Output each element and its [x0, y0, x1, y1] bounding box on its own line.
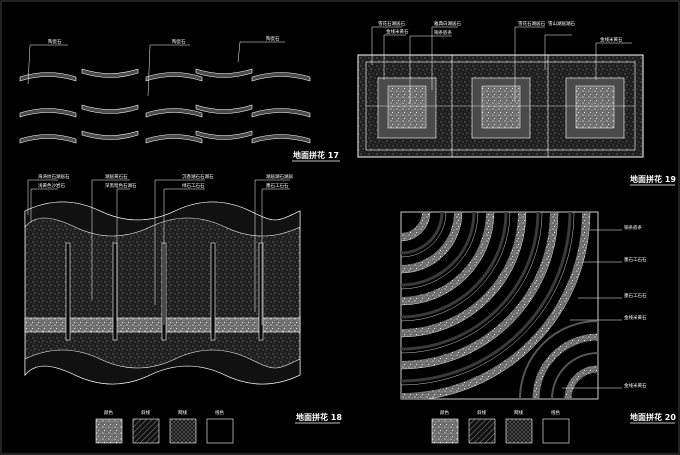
wave-tile [19, 108, 77, 118]
d20-label-1: 铜条嵌条 [624, 224, 642, 231]
d18-legend-label-3: 网线 [178, 409, 187, 416]
d20-legend-swatch-3 [505, 418, 533, 444]
d20-legend-swatch-1 [431, 418, 459, 444]
wave-tile [81, 130, 139, 140]
d19-panel-3 [565, 77, 625, 139]
d19-leaders [371, 26, 632, 104]
drawing-18: 海涛纹石湖居石 浅黄色沙岩石 湖居黄石石 深黑暗色石湖石 沉香湖石石湖石 绿石工… [24, 173, 342, 444]
d19-label-6: 雪山湖居湖石 [548, 20, 575, 27]
wave-tile [195, 104, 253, 114]
d20-legend-label-4: 线色 [551, 409, 560, 416]
drawing-17: 陶瓷石 陶瓷石 陶瓷石 地面拼花 17 [19, 35, 340, 162]
d18-label-6: 绿石工石石 [182, 182, 205, 189]
d18-leaders [27, 179, 290, 325]
d20-legend-label-2: 斜线 [477, 409, 486, 416]
wave-tile [19, 134, 77, 144]
d18-legend-label-2: 斜线 [141, 409, 150, 416]
d19-panel-1 [377, 77, 437, 139]
d19-label-3: 雅典白湖居石 [434, 20, 461, 27]
d19-label-1: 雪花石湖居石 [378, 20, 405, 27]
d20-leaders [562, 229, 622, 389]
d20-title: 地面拼花 20 [630, 412, 676, 422]
wave-tile [145, 134, 203, 144]
d18-title: 地面拼花 18 [296, 412, 342, 422]
d20-label-4: 金线米黄石 [624, 314, 647, 321]
d18-legend-label-4: 线色 [215, 409, 224, 416]
d18-legend-swatch-1 [95, 418, 123, 444]
d19-label-4: 铜条嵌条 [434, 29, 452, 36]
d17-title: 地面拼花 17 [293, 150, 339, 160]
d18-bottom-band [24, 349, 301, 385]
d18-label-2: 浅黄色沙岩石 [38, 182, 65, 189]
d20-legend-swatch-4 [542, 418, 570, 444]
d18-legend-label-1: 颜色 [104, 409, 113, 416]
d19-label-5: 雪花石湖居石 [518, 20, 545, 27]
d20-label-5: 金线米黄石 [624, 382, 647, 389]
wave-tile [145, 72, 203, 82]
wave-tiles [19, 68, 311, 144]
d17-leaders [27, 41, 285, 97]
d20-legend-swatch-2 [468, 418, 496, 444]
d18-legend: 颜色 斜线 网线 线色 [95, 409, 234, 444]
d18-label-4: 深黑暗色石湖石 [105, 182, 137, 189]
d19-panel-2 [471, 77, 531, 139]
d18-label-1: 海涛纹石湖居石 [38, 173, 70, 180]
d18-legend-swatch-4 [206, 418, 234, 444]
drawing-20: 铜条嵌条 墨石工石石 墨石工石石 金线米黄石 金线米黄石 颜色 斜线 网线 线色… [400, 211, 676, 444]
wave-tile [81, 104, 139, 114]
d18-label-3: 湖居黄石石 [105, 173, 128, 180]
d17-label-1: 陶瓷石 [48, 38, 62, 45]
wave-tile [251, 108, 311, 118]
d20-label-2: 墨石工石石 [624, 257, 647, 263]
d20-legend-label-3: 网线 [514, 409, 523, 416]
d18-label-8: 墨石工石石 [266, 183, 289, 189]
wave-tile [195, 68, 253, 78]
wave-tile [251, 134, 311, 144]
d18-legend-swatch-2 [132, 418, 160, 444]
d20-legend: 颜色 斜线 网线 线色 [431, 409, 570, 444]
wave-tile [251, 72, 311, 82]
d18-top-band [24, 201, 301, 237]
d17-label-3: 陶瓷石 [266, 35, 280, 42]
wave-tile [81, 68, 139, 78]
d20-legend-label-1: 颜色 [440, 409, 449, 416]
d17-label-2: 陶瓷石 [172, 38, 186, 45]
d20-label-3: 墨石工石石 [624, 293, 647, 299]
d19-title: 地面拼花 19 [630, 174, 676, 184]
d18-label-5: 沉香湖石石湖石 [182, 173, 214, 180]
wave-tile [145, 108, 203, 118]
drawing-19: 雪花石湖居石 金线米黄石 雅典白湖居石 铜条嵌条 雪花石湖居石 雪山湖居湖石 金… [357, 20, 676, 186]
d18-label-7: 湖居湖石湖居 [266, 173, 293, 180]
wave-tile [195, 130, 253, 140]
d18-legend-swatch-3 [169, 418, 197, 444]
d19-label-7: 金线米黄石 [600, 36, 623, 43]
d19-label-2: 金线米黄石 [386, 28, 409, 35]
wave-tile [19, 72, 77, 82]
